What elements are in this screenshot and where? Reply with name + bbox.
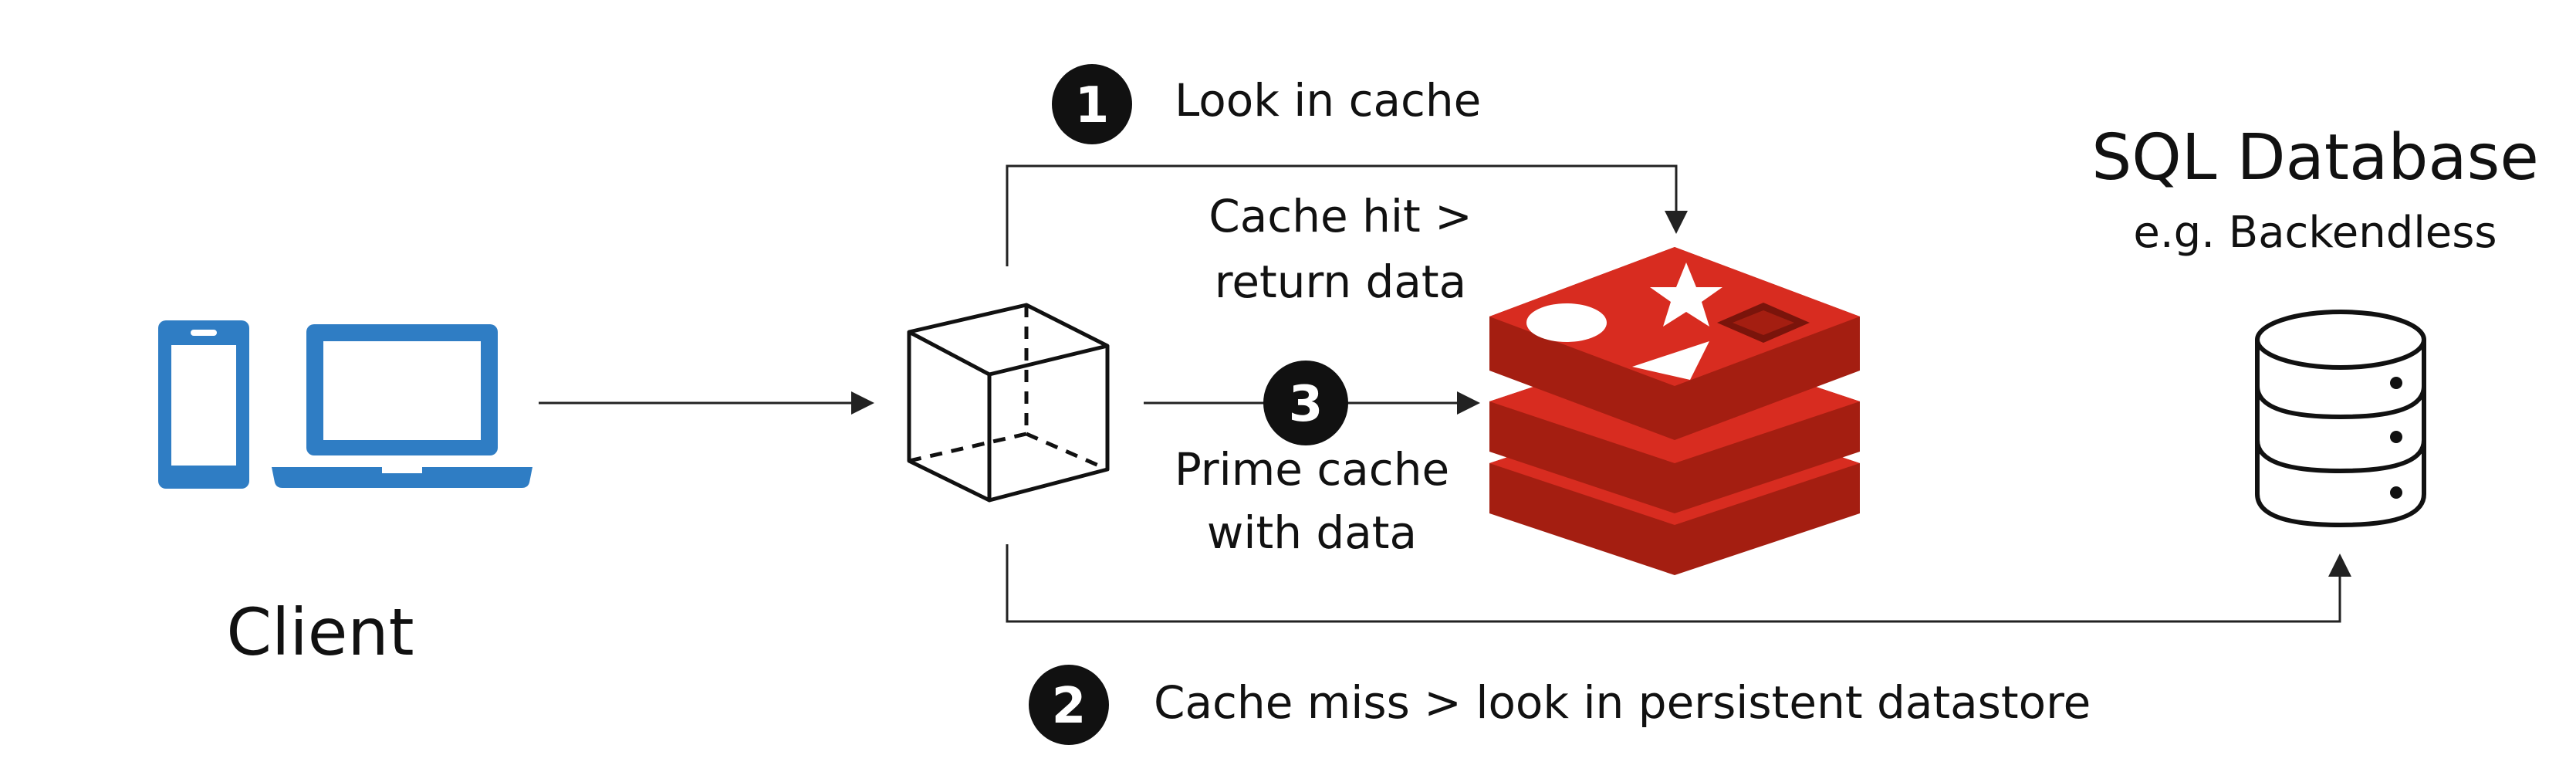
step-1-badge: 1 bbox=[1052, 64, 1132, 144]
cache-hit-label-line2: return data bbox=[1215, 256, 1466, 308]
look-in-cache-arrow bbox=[1006, 164, 1688, 266]
step-2-badge: 2 bbox=[1029, 665, 1109, 745]
redis-ellipse-icon bbox=[1526, 303, 1607, 342]
step-3-number: 3 bbox=[1289, 376, 1323, 433]
redis-logo-icon bbox=[1489, 247, 1860, 575]
database-icon bbox=[2255, 310, 2426, 528]
step-2-label: Cache miss > look in persistent datastor… bbox=[1154, 676, 2091, 729]
step-3-badge: 3 bbox=[1263, 361, 1348, 445]
client-label: Client bbox=[226, 594, 414, 670]
phone-icon bbox=[158, 320, 249, 489]
database-subtitle: e.g. Backendless bbox=[2133, 208, 2497, 258]
cache-miss-arrow bbox=[1006, 544, 2351, 623]
database-title: SQL Database bbox=[2091, 121, 2539, 195]
redis-triangle-icon bbox=[1632, 341, 1709, 380]
step-1-number: 1 bbox=[1075, 77, 1110, 134]
cache-hit-label-line1: Cache hit > bbox=[1209, 190, 1472, 242]
step-2-number: 2 bbox=[1052, 678, 1087, 735]
laptop-icon bbox=[272, 324, 532, 488]
step-1-label: Look in cache bbox=[1175, 74, 1481, 127]
prime-cache-label-line2: with data bbox=[1207, 506, 1417, 559]
redis-star-icon bbox=[1650, 262, 1722, 327]
cube-icon bbox=[907, 303, 1110, 503]
prime-cache-label-line1: Prime cache bbox=[1175, 443, 1449, 496]
